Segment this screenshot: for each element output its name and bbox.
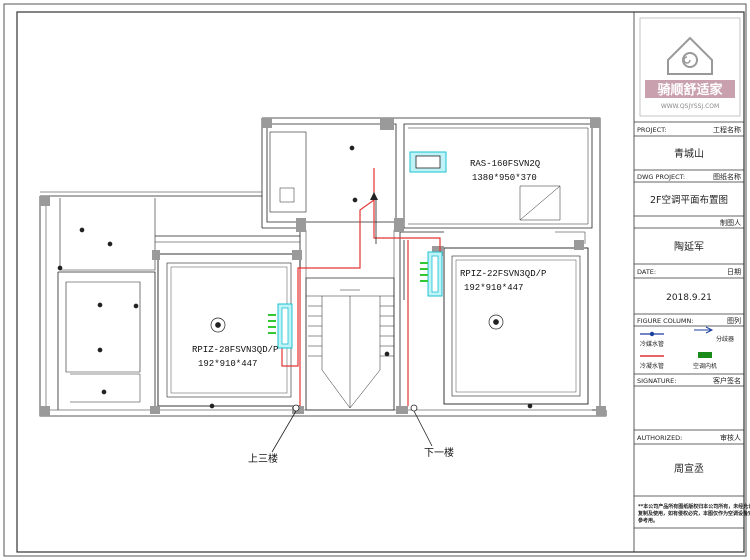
figure-label: FIGURE COLUMN:	[637, 317, 694, 325]
stair-up-leader	[271, 410, 297, 453]
date-value: 2018.9.21	[666, 293, 712, 303]
logo-url-text: WWW.QSJYSSJ.COM	[661, 103, 719, 110]
condensate-pipes	[375, 198, 405, 300]
company-logo	[639, 17, 741, 117]
copyright-note: **本公司产品所有图纸版权归本公司所有，未经允许不得复制及使用，如有侵权必究，本…	[637, 503, 750, 524]
project-name: 青城山	[674, 147, 704, 160]
indoor-unit-right	[420, 251, 443, 297]
stair-down-leader	[413, 410, 433, 447]
authorized-label-cn: 审核人	[720, 433, 741, 442]
dwg-label: DWG PROJECT:	[637, 173, 685, 181]
drawn-by: 陶延军	[674, 240, 704, 253]
sheet-border	[3, 3, 747, 557]
indoor-unit-left-model: RPIZ-28FSVN3QD/P	[192, 345, 278, 355]
dwg-label-cn: 图纸名称	[713, 172, 741, 181]
legend-item-3: 冷凝水管	[640, 362, 664, 370]
date-label-cn: 日期	[727, 268, 741, 276]
flow-arrow	[370, 192, 378, 200]
signature-label: SIGNATURE:	[637, 377, 676, 385]
indoor-unit-right-size: 192*910*447	[464, 283, 523, 293]
indoor-unit-right-model: RPIZ-22FSVN3QD/P	[460, 269, 546, 279]
indoor-unit-left	[268, 303, 293, 349]
legend-item-1: 冷媒水管	[640, 340, 664, 348]
project-label-cn: 工程名称	[713, 125, 741, 134]
stair-down-label: 下一楼	[424, 446, 454, 459]
stair-up-marker	[292, 404, 300, 412]
signature-label-cn: 客户签名	[713, 376, 741, 385]
outdoor-unit-size: 1380*950*370	[472, 173, 537, 183]
figure-legend	[640, 326, 714, 358]
authorized-label: AUTHORIZED:	[637, 434, 682, 442]
ceiling-lights	[57, 145, 533, 409]
authorized-by: 周宣丞	[674, 462, 704, 475]
date-label: DATE:	[637, 268, 656, 276]
stair-up-label: 上三楼	[248, 452, 278, 465]
wall-columns	[40, 118, 606, 416]
refrigerant-pipes	[281, 168, 441, 406]
legend-item-2: 分歧器	[716, 335, 734, 343]
logo-brand-text: 骑顺舒适家	[657, 82, 723, 98]
stair-down-marker	[410, 404, 418, 412]
project-label: PROJECT:	[637, 126, 667, 134]
figure-label-cn: 图列	[727, 316, 741, 325]
dwg-name: 2F空调平面布置图	[650, 194, 728, 206]
outdoor-unit	[409, 151, 447, 173]
drawn-by-label-cn: 制图人	[720, 218, 741, 227]
outdoor-unit-model: RAS-160FSVN2Q	[470, 159, 540, 169]
legend-item-4: 空调内机	[693, 362, 717, 370]
title-block	[633, 11, 745, 553]
indoor-unit-left-size: 192*910*447	[198, 359, 257, 369]
